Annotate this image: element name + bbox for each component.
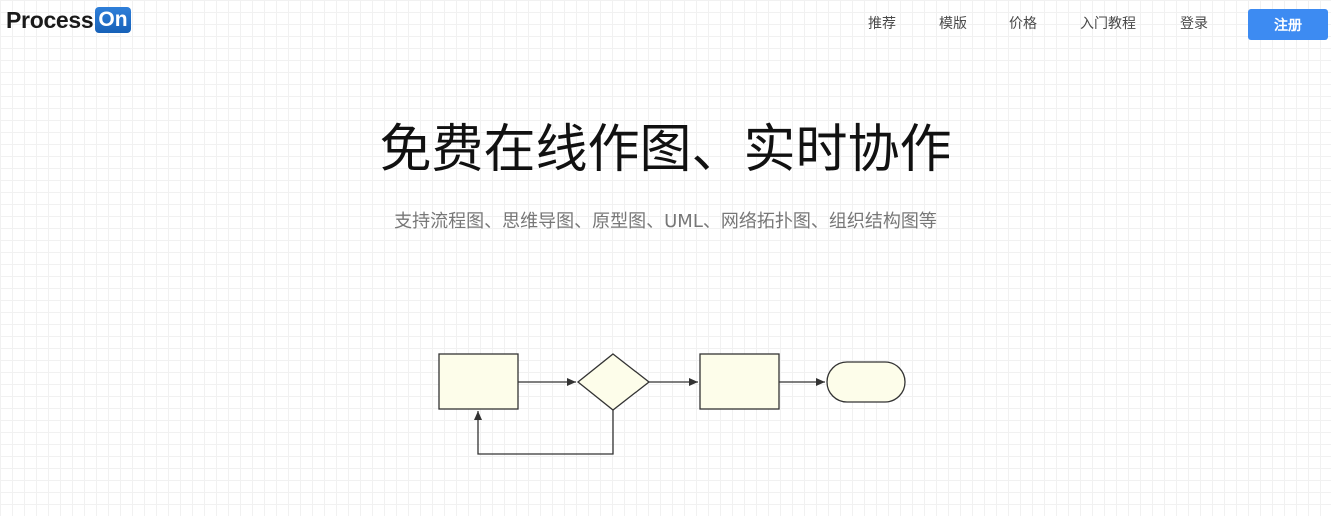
nav-recommend[interactable]: 推荐 — [868, 16, 896, 32]
flowchart-illustration — [438, 353, 906, 455]
hero-subtitle: 支持流程图、思维导图、原型图、UML、网络拓扑图、组织结构图等 — [394, 211, 937, 232]
register-button[interactable]: 注册 — [1248, 9, 1328, 40]
flowchart-loop-arrow — [474, 410, 614, 455]
flowchart-decision-diamond — [576, 353, 651, 411]
nav-login[interactable]: 登录 — [1180, 16, 1208, 32]
flowchart-process-box-2 — [699, 353, 780, 410]
logo[interactable]: Process On — [6, 3, 131, 37]
top-nav: 推荐 模版 价格 入门教程 登录 — [0, 9, 1331, 40]
flowchart-process-box-1 — [438, 353, 519, 410]
nav-templates[interactable]: 模版 — [939, 16, 967, 32]
nav-tutorial[interactable]: 入门教程 — [1080, 16, 1136, 32]
hero-title: 免费在线作图、实时协作 — [379, 120, 952, 180]
flowchart-terminal — [826, 361, 906, 403]
logo-on-badge: On — [95, 7, 131, 33]
nav-pricing[interactable]: 价格 — [1009, 16, 1037, 32]
logo-process-text: Process — [6, 6, 94, 33]
